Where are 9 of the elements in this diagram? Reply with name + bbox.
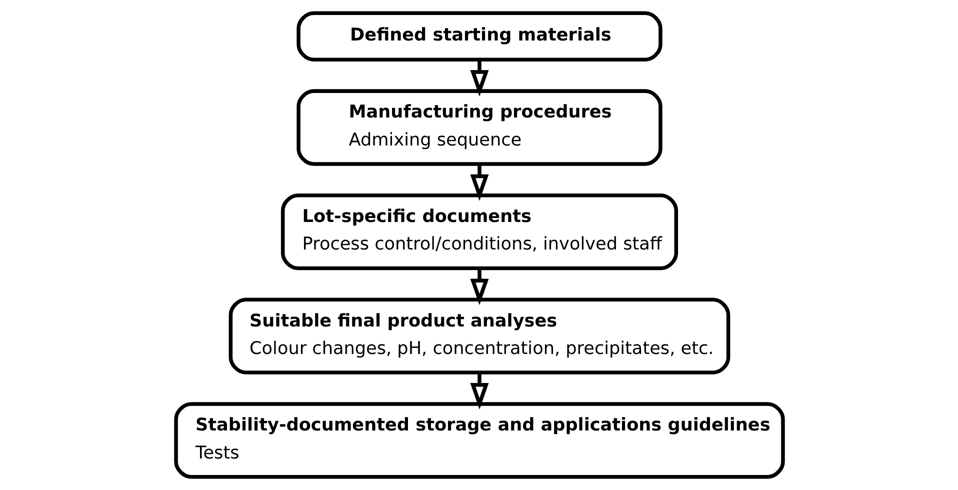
arrow (470, 268, 488, 306)
node-box: Defined starting materials (296, 11, 662, 62)
arrow (470, 372, 488, 410)
node-box: Suitable final product analyses Colour changes, pH, concentration, precipitates, etc. (228, 298, 730, 374)
arrow (470, 164, 488, 201)
node-box: Manufacturing procedures Admixing sequence (296, 89, 662, 166)
arrow (470, 60, 488, 96)
node-box: Lot-specific documents Process control/conditions, involved staff (280, 193, 678, 270)
node-box: Stability-documented storage and applications guidelines Tests (174, 402, 784, 479)
